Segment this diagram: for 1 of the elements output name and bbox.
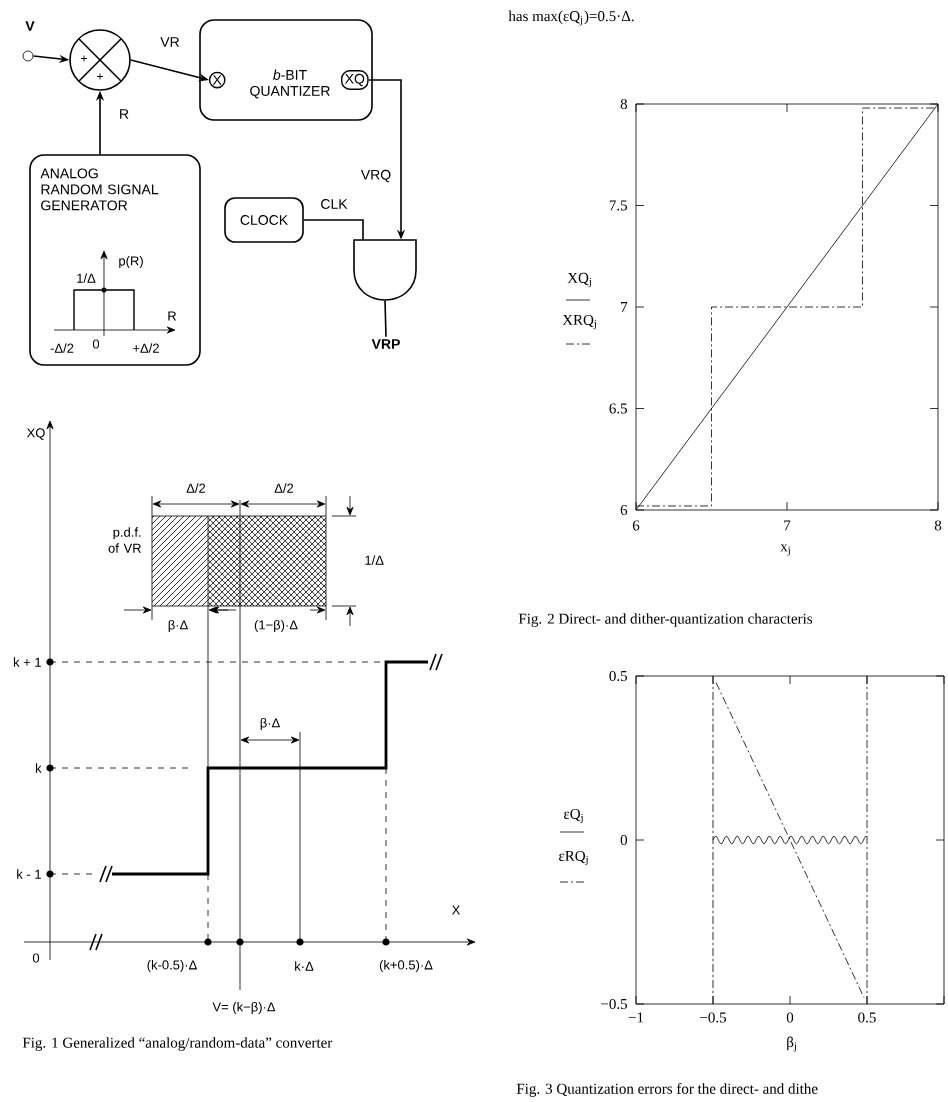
and-gate [353, 239, 417, 301]
